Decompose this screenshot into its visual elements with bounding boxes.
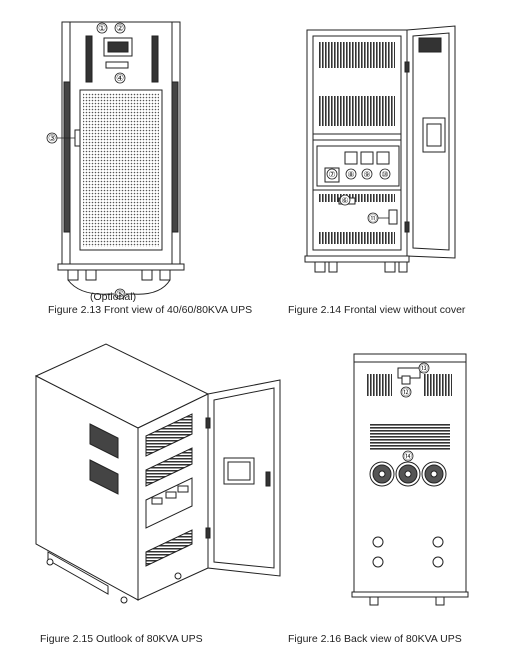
front-view-drawing: ① ② ③ ④ ⑤: [46, 21, 185, 300]
callout-2: ②: [116, 23, 124, 33]
callout-12: ⑫: [402, 388, 410, 397]
caption-fig-2-15: Figure 2.15 Outlook of 80KVA UPS: [40, 633, 203, 645]
callout-3: ③: [48, 133, 56, 143]
callout-14: ⑭: [404, 452, 412, 461]
caption-fig-2-14: Figure 2.14 Frontal view without cover: [288, 304, 466, 316]
front-view-no-cover-drawing: ⑥ ⑦ ⑧ ⑨ ⑩ ⑪: [304, 25, 456, 273]
callout-6: ⑥: [341, 196, 348, 205]
callout-5: ⑤: [116, 289, 124, 299]
callout-4: ④: [116, 73, 124, 83]
back-view-drawing: ⑫ ⑬ ⑭: [351, 353, 469, 606]
callout-7: ⑦: [328, 170, 335, 179]
outlook-drawing: [34, 343, 281, 604]
optional-label: (Optional): [90, 291, 137, 303]
caption-fig-2-16: Figure 2.16 Back view of 80KVA UPS: [288, 633, 462, 645]
caption-fig-2-13: Figure 2.13 Front view of 40/60/80KVA UP…: [48, 304, 253, 316]
callout-9: ⑨: [363, 170, 370, 179]
callout-10: ⑩: [381, 170, 388, 179]
callout-1: ①: [98, 23, 106, 33]
callout-11: ⑪: [369, 214, 377, 223]
callout-8: ⑧: [347, 170, 354, 179]
callout-13: ⑬: [420, 364, 428, 373]
